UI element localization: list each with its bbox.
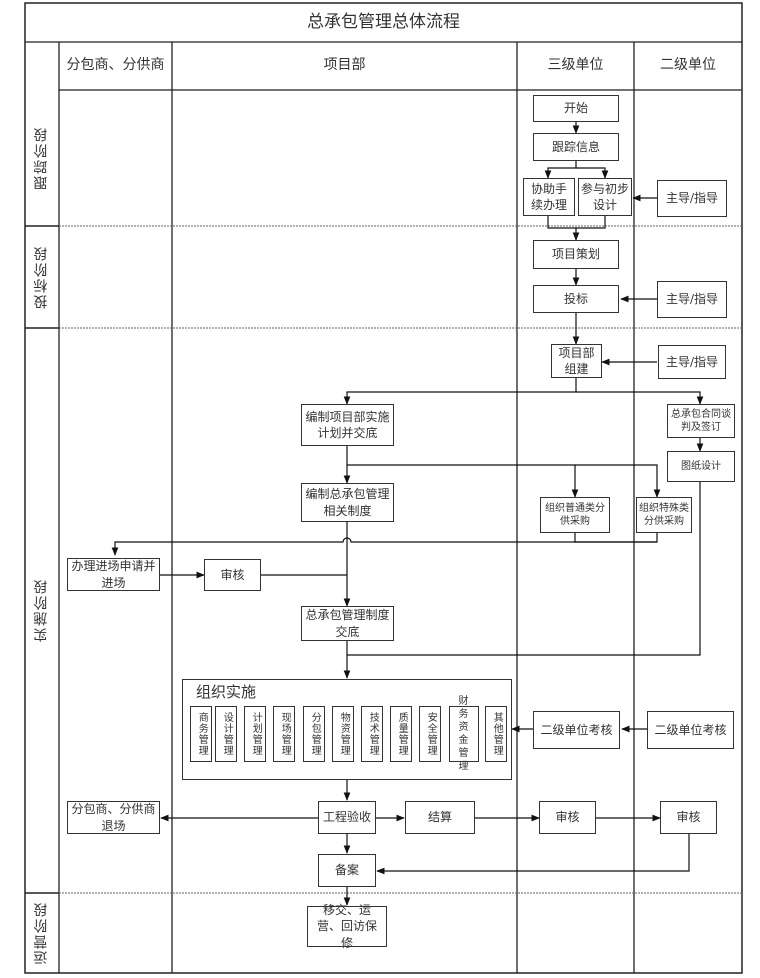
- mgmt-item[interactable]: 安全管理: [419, 706, 441, 762]
- node-filing[interactable]: 备案: [318, 854, 376, 887]
- implementation-group-title: 组织实施: [196, 683, 257, 701]
- outer-frame: [24, 2, 743, 974]
- node-initial-design[interactable]: 参与初步设计: [578, 178, 632, 216]
- stage-label-tracking: 跟踪阶段: [33, 126, 50, 190]
- node-compile-plan[interactable]: 编制项目部实施计划并交底: [301, 404, 394, 446]
- mgmt-item[interactable]: 计划管理: [244, 706, 266, 762]
- node-settlement[interactable]: 结算: [405, 801, 475, 834]
- page-title: 总承包管理总体流程: [307, 11, 460, 32]
- node-general-procurement[interactable]: 组织普通类分供采购: [540, 497, 610, 533]
- node-sub-exit[interactable]: 分包商、分供商退场: [67, 801, 160, 834]
- connectors: [111, 121, 704, 906]
- node-drawing-design[interactable]: 图纸设计: [667, 451, 735, 482]
- node-review-entry[interactable]: 审核: [204, 559, 261, 591]
- node-start[interactable]: 开始: [533, 95, 619, 122]
- node-compile-rules[interactable]: 编制总承包管理相关制度: [301, 483, 394, 522]
- node-handover[interactable]: 移交、运营、回访保修: [307, 903, 387, 950]
- connector: [574, 533, 658, 543]
- connector: [576, 167, 609, 179]
- connector: [343, 378, 577, 405]
- connector: [576, 391, 704, 405]
- node-entry-application[interactable]: 办理进场申请并进场: [67, 558, 160, 591]
- mgmt-item[interactable]: 技术管理: [361, 706, 383, 762]
- mgmt-item[interactable]: 物资管理: [332, 706, 354, 762]
- node-lead-guide-1[interactable]: 主导/指导: [657, 180, 727, 217]
- stage-label-operation: 运营阶段: [33, 901, 50, 965]
- lane-header-subcontractor: 分包商、分供商: [66, 57, 165, 74]
- node-acceptance[interactable]: 工程验收: [318, 801, 376, 834]
- stage-label-bidding: 投标阶段: [33, 245, 50, 309]
- node-contract-negotiation[interactable]: 总承包合同谈判及签订: [667, 404, 735, 438]
- mgmt-item[interactable]: 财务资金管理: [449, 696, 479, 772]
- node-lead-guide-2[interactable]: 主导/指导: [657, 281, 727, 318]
- node-build-dept[interactable]: 项目部组建: [551, 344, 602, 378]
- connector: [544, 161, 577, 179]
- lane-header-project-dept: 项目部: [323, 57, 366, 74]
- node-bidding[interactable]: 投标: [533, 285, 619, 313]
- connector: [376, 833, 690, 875]
- mgmt-item[interactable]: 商务管理: [190, 706, 212, 762]
- node-review-tier2[interactable]: 审核: [660, 801, 717, 834]
- node-lead-guide-3[interactable]: 主导/指导: [658, 345, 726, 379]
- lane-header-tier2: 二级单位: [660, 57, 716, 74]
- mgmt-item[interactable]: 设计管理: [215, 706, 237, 762]
- node-special-procurement[interactable]: 组织特殊类分供采购: [636, 497, 692, 533]
- mgmt-item[interactable]: 现场管理: [273, 706, 295, 762]
- node-assist-procedures[interactable]: 协助手续办理: [523, 178, 575, 216]
- lane-header-tier3: 三级单位: [547, 57, 604, 74]
- node-project-planning[interactable]: 项目策划: [533, 240, 619, 269]
- node-secondary-assessment-tier3[interactable]: 二级单位考核: [533, 711, 620, 749]
- node-rules-briefing[interactable]: 总承包管理制度交底: [301, 606, 394, 641]
- connector: [111, 537, 657, 556]
- connector: [575, 464, 661, 498]
- mgmt-item[interactable]: 质量管理: [390, 706, 412, 762]
- node-track-info[interactable]: 跟踪信息: [533, 133, 619, 161]
- node-review-tier3[interactable]: 审核: [539, 801, 596, 834]
- mgmt-item[interactable]: 其他管理: [485, 706, 507, 762]
- node-secondary-assessment-tier2[interactable]: 二级单位考核: [647, 711, 734, 749]
- connector: [347, 482, 701, 656]
- stage-label-implementation: 实施阶段: [33, 578, 50, 643]
- mgmt-item[interactable]: 分包管理: [303, 706, 325, 762]
